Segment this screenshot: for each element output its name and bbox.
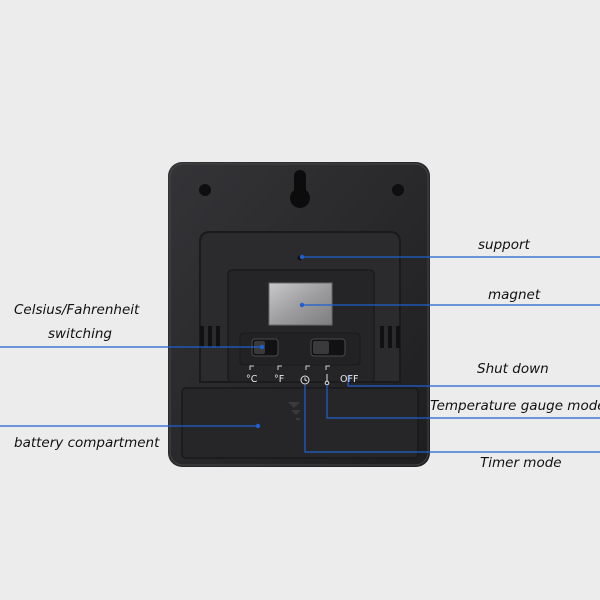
battery-grip (288, 402, 301, 421)
celsius-mark: °C (246, 374, 258, 385)
thermometer-icon (324, 374, 330, 386)
label-celsius-line1: Celsius/Fahrenheit (14, 302, 140, 318)
clock-icon (300, 375, 310, 385)
label-celsius-line2: switching (48, 326, 112, 342)
leader-dots (255, 254, 305, 429)
leader-lines (0, 256, 600, 453)
battery-door (181, 387, 419, 459)
keyhole-hanger (290, 170, 310, 209)
label-shut-down: Shut down (477, 361, 549, 377)
label-timer-mode: Timer mode (480, 455, 562, 471)
left-clip (200, 326, 220, 348)
fahrenheit-mark: °F (274, 374, 285, 385)
mode-switch-knob[interactable] (313, 341, 329, 354)
right-clip (380, 326, 400, 348)
label-support: support (478, 237, 530, 253)
device-edge (169, 163, 429, 466)
label-temperature-gauge-mode: Temperature gauge mode (430, 398, 600, 414)
screw-hole-left (199, 184, 211, 196)
off-mark: OFF (340, 374, 359, 385)
label-magnet: magnet (488, 287, 541, 303)
screw-hole-right (392, 184, 404, 196)
switch-position-marks (249, 365, 330, 370)
label-battery-compartment: battery compartment (14, 435, 160, 451)
